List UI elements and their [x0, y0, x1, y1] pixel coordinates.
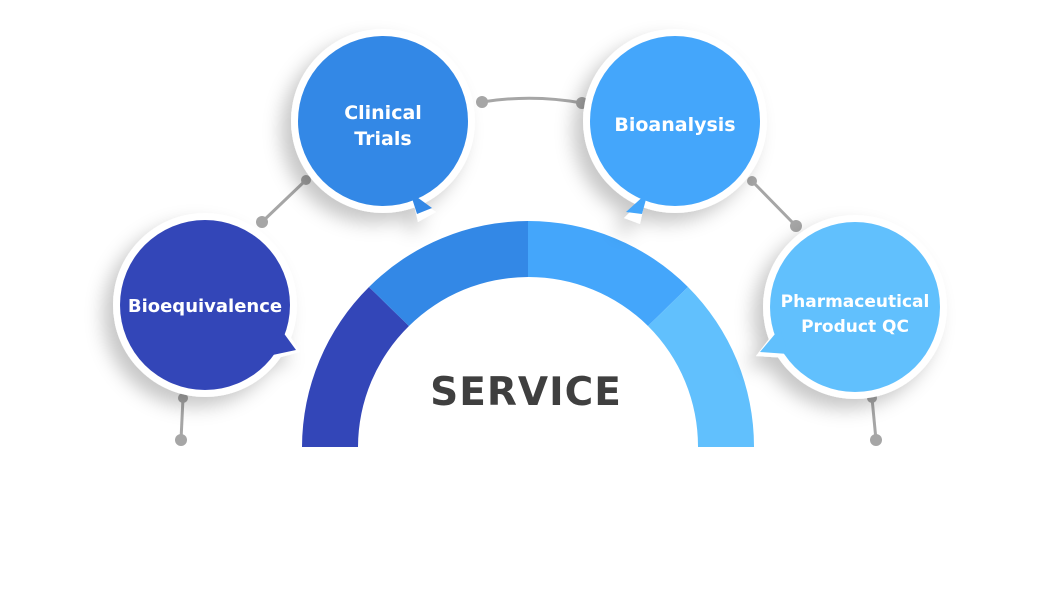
connector-clinical-bioanalysis	[476, 96, 588, 109]
bubble-fill-clinical-trials	[298, 36, 468, 206]
bubble-product-qc: Pharmaceutical Product QC	[756, 215, 947, 399]
bubble-label-clinical-line2: Trials	[354, 128, 411, 150]
bubble-fill-bioequivalence	[120, 220, 290, 390]
connectors	[175, 96, 882, 446]
connector-qc-down	[867, 393, 882, 446]
arc-segment-bioanalysis	[528, 220, 688, 326]
connector-bioanalysis-qc	[747, 176, 802, 232]
arc-segment-bioequivalence	[302, 287, 409, 447]
bubble-bioequivalence: Bioequivalence	[113, 213, 300, 397]
bubble-fill-bioanalysis	[590, 36, 760, 206]
center-title: SERVICE	[430, 370, 622, 415]
bubble-fill-product-qc	[770, 222, 940, 392]
bubble-label-bioanalysis: Bioanalysis	[614, 114, 735, 136]
bubble-label-clinical-line1: Clinical	[344, 102, 422, 124]
bubble-bioanalysis: Bioanalysis	[583, 29, 767, 224]
center-arc	[302, 220, 755, 447]
arc-segment-clinical-trials	[369, 221, 528, 326]
connector-bioequivalence-clinical	[256, 175, 311, 228]
bubble-label-bioequivalence: Bioequivalence	[128, 296, 282, 317]
connector-bioequivalence-down	[175, 393, 188, 446]
bubble-clinical-trials: Clinical Trials	[291, 29, 475, 222]
arc-segment-product-qc	[648, 287, 755, 447]
bubble-label-qc-line1: Pharmaceutical	[781, 292, 930, 312]
bubble-label-qc-line2: Product QC	[801, 317, 909, 337]
